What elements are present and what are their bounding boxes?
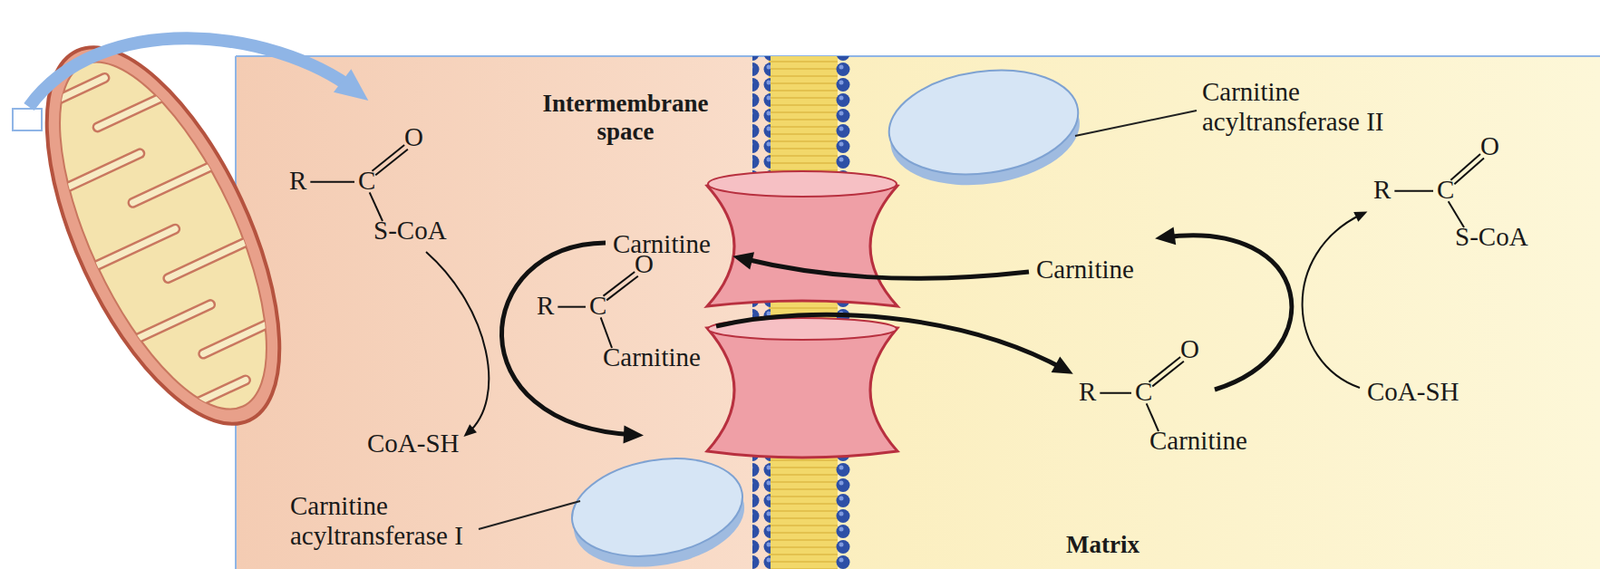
carbonyl-oxygen: O bbox=[1480, 131, 1500, 162]
coa-group: S-CoA bbox=[373, 215, 447, 246]
chemical-bond bbox=[557, 306, 586, 309]
region-title: Intermembrane space bbox=[525, 89, 726, 146]
crista bbox=[58, 153, 141, 192]
chemical-bond bbox=[371, 145, 405, 172]
transport-arrow bbox=[741, 258, 1029, 279]
acyl-group: R bbox=[1373, 174, 1391, 205]
acyl-group: R bbox=[289, 165, 307, 196]
crista bbox=[97, 88, 181, 127]
carbonyl-oxygen: O bbox=[404, 122, 424, 153]
acyl-group: R bbox=[536, 290, 554, 321]
zoom-box bbox=[12, 108, 42, 131]
chemical-bond bbox=[1454, 158, 1484, 185]
transport-arrow bbox=[716, 314, 1066, 370]
panel-border bbox=[235, 55, 1600, 58]
molecule-name: CoA-SH bbox=[367, 428, 460, 459]
carbonyl-oxygen: O bbox=[1180, 334, 1200, 365]
chemical-bond bbox=[375, 149, 408, 176]
crista bbox=[167, 240, 251, 279]
coa-group: S-CoA bbox=[1454, 222, 1529, 253]
chemical-bond bbox=[603, 271, 636, 297]
molecule-name: Carnitine bbox=[1036, 254, 1135, 285]
chemical-bond bbox=[1099, 392, 1132, 395]
crista bbox=[93, 229, 176, 268]
matrix-region bbox=[815, 56, 1600, 569]
acyl-group: R bbox=[1078, 377, 1096, 408]
zoom-arrow bbox=[29, 38, 356, 107]
crista bbox=[167, 240, 251, 279]
enzyme-disc bbox=[882, 58, 1087, 197]
carbonyl-carbon: C bbox=[1436, 174, 1455, 205]
crista bbox=[97, 88, 181, 127]
carbonyl-carbon: C bbox=[589, 290, 607, 321]
carbonyl-carbon: C bbox=[358, 165, 376, 196]
crista bbox=[127, 304, 211, 343]
chemical-bond bbox=[310, 181, 355, 184]
molecule-name: CoA-SH bbox=[1367, 377, 1460, 408]
enzyme-disc bbox=[563, 446, 752, 569]
reaction-arrow bbox=[1302, 213, 1363, 388]
chemical-bond bbox=[1152, 361, 1184, 388]
carnitine-group: Carnitine bbox=[1149, 426, 1248, 456]
crista bbox=[127, 304, 211, 343]
carnitine-group: Carnitine bbox=[602, 342, 701, 373]
reaction-arrow bbox=[501, 242, 635, 436]
crista bbox=[58, 153, 141, 192]
crista bbox=[203, 315, 286, 354]
molecule-name: Carnitine bbox=[612, 229, 711, 260]
chemical-bond bbox=[1450, 154, 1481, 181]
reaction-arrow bbox=[1163, 235, 1292, 390]
region-title: Matrix bbox=[1066, 531, 1140, 560]
crista bbox=[133, 164, 216, 203]
carbonyl-carbon: C bbox=[1134, 377, 1153, 408]
crista bbox=[93, 229, 176, 268]
enzyme-label: Carnitine acyltransferase I bbox=[290, 491, 508, 553]
membrane-heads bbox=[752, 56, 771, 569]
crista bbox=[163, 380, 246, 419]
crista bbox=[163, 380, 246, 419]
leader-line bbox=[478, 501, 581, 530]
enzyme-label: Carnitine acyltransferase II bbox=[1202, 77, 1438, 138]
leader-line bbox=[1075, 110, 1197, 136]
crista bbox=[133, 164, 216, 203]
crista bbox=[203, 315, 286, 354]
reaction-arrow bbox=[426, 252, 489, 434]
intermembrane-region bbox=[235, 56, 780, 569]
chemical-bond bbox=[1148, 357, 1181, 383]
chemical-bond bbox=[1394, 190, 1434, 193]
chemical-bond bbox=[606, 276, 639, 301]
carbonyl-oxygen: O bbox=[634, 249, 654, 280]
